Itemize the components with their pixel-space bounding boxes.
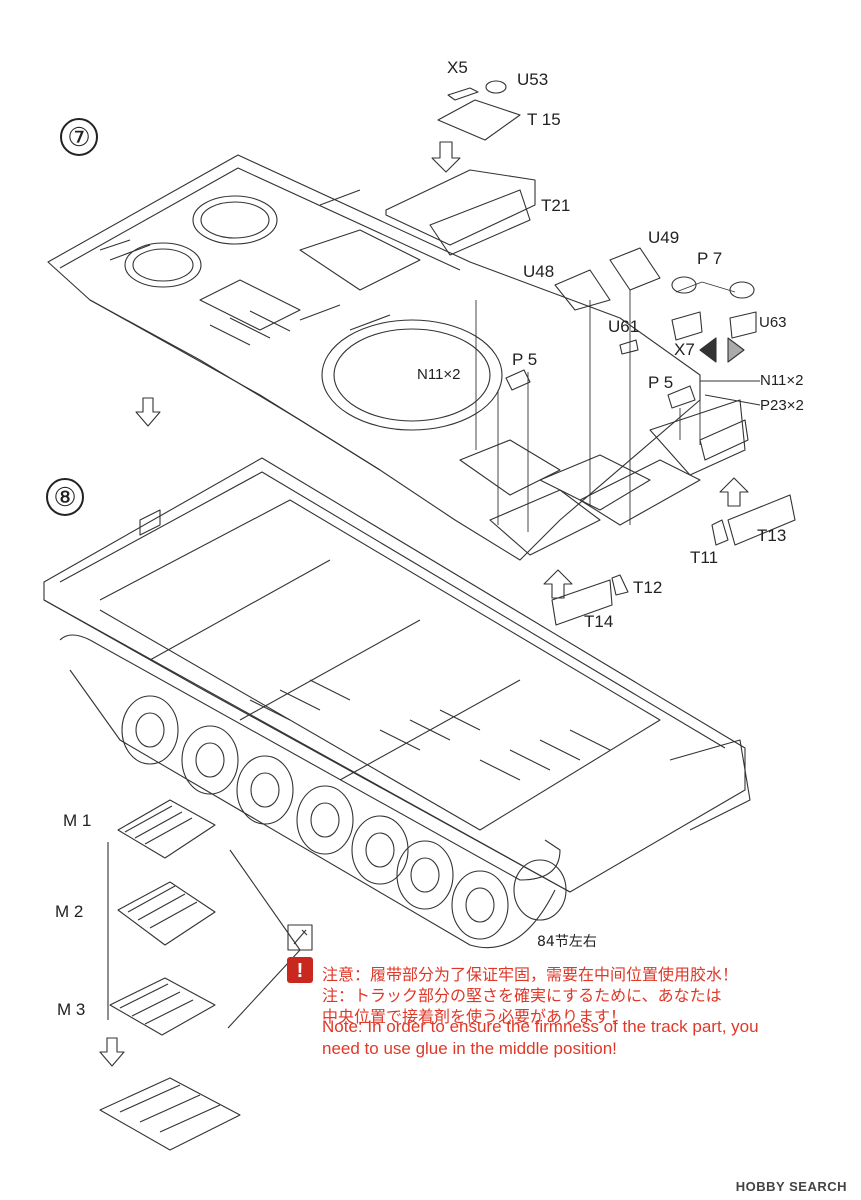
parts-top-drawing: [385, 80, 796, 626]
part-u63: U63: [759, 314, 787, 331]
part-x7: X7: [674, 340, 695, 359]
note-english-line2: need to use glue in the middle position!: [322, 1039, 617, 1058]
svg-text:!: !: [297, 960, 304, 982]
part-p5-right: P 5: [648, 373, 674, 392]
track-links-drawing: [99, 799, 301, 1151]
part-u61: U61: [608, 317, 640, 336]
part-u49: U49: [648, 228, 680, 247]
part-p23: P23×2: [760, 397, 804, 414]
hobby-search-watermark: HOBBY SEARCH: [735, 1179, 847, 1194]
part-u48: U48: [523, 262, 555, 281]
part-m2: M 2: [55, 902, 84, 921]
note-japanese-line2: 中央位置で接着剤を使う必要があります！: [322, 1007, 627, 1026]
upper-hull-drawing: [47, 154, 749, 561]
track-drawing: [59, 634, 751, 949]
part-m3: M 3: [57, 1000, 86, 1019]
part-m1: M 1: [63, 811, 92, 830]
alert-icon: [287, 957, 313, 983]
track-count-label: 84节左右: [537, 934, 597, 950]
note-english-line1: Note: In order to ensure the firmness of…: [322, 1017, 759, 1036]
part-t12: T12: [633, 578, 663, 597]
arrow-drawings: [99, 141, 749, 1067]
part-t13: T13: [757, 526, 787, 545]
part-t11: T11: [690, 548, 719, 567]
note-japanese-line1: 注：トラック部分の堅さを確実にするために、あなたは: [322, 986, 722, 1005]
part-p5-left: P 5: [512, 350, 538, 369]
part-t14: T14: [584, 612, 614, 631]
part-t21: T21: [541, 196, 571, 215]
part-p7: P 7: [697, 249, 723, 268]
lower-hull-drawing: [43, 457, 746, 893]
part-x5: X5: [447, 58, 468, 77]
note-chinese: 注意：履带部分为了保证牢固，需要在中间位置使用胶水！: [322, 965, 739, 984]
step-8-marker: ⑧: [46, 478, 84, 516]
part-t15: T 15: [527, 110, 561, 129]
part-u53: U53: [517, 70, 549, 89]
step-7-marker: ⑦: [60, 118, 98, 156]
part-n11-left: N11×2: [417, 366, 461, 383]
part-n11-right: N11×2: [760, 372, 804, 389]
